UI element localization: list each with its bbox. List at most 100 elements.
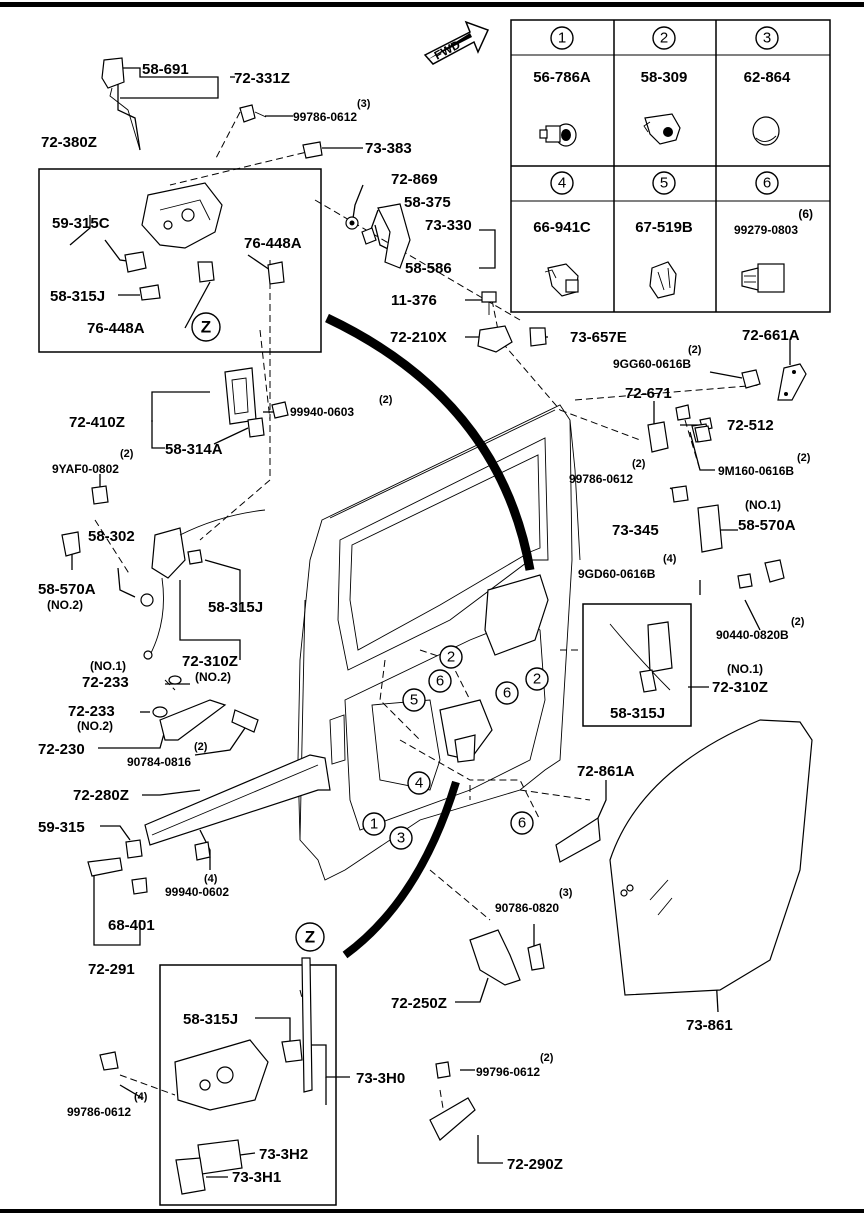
label-no1-72-233: (NO.1) — [90, 659, 126, 673]
legend-cell-4: 4 66-941C — [533, 171, 591, 297]
label-72-310Z-no2: 72-310Z — [182, 653, 238, 670]
qty-9M160-0616B: (2) — [797, 452, 811, 464]
rod-clip-icon — [544, 263, 579, 297]
label-99796-0612: 99796-0612 — [476, 1065, 540, 1079]
label-72-331Z: 72-331Z — [234, 70, 290, 87]
label-72-661A: 72-661A — [742, 327, 800, 344]
label-11-376: 11-376 — [391, 292, 437, 309]
label-72-861A: 72-861A — [577, 763, 635, 780]
retainer-clip-icon — [649, 261, 677, 299]
legend-part-5: 67-519B — [635, 219, 693, 236]
label-73-345: 73-345 — [612, 522, 659, 539]
qty-90784-0816: (2) — [194, 741, 208, 753]
top-border-rule — [0, 2, 864, 7]
bolt-with-cap-icon — [741, 263, 785, 293]
detail-z-marker-lower — [295, 922, 325, 952]
label-99786-0612-top: 99786-0612 — [293, 110, 357, 124]
label-72-310Z-no1: 72-310Z — [712, 679, 768, 696]
callout-1: 1 — [370, 816, 378, 833]
label-58-302: 58-302 — [88, 528, 135, 545]
label-99940-0603: 99940-0603 — [290, 405, 354, 419]
label-90786-0820: 90786-0820 — [495, 901, 559, 915]
label-72-512: 72-512 — [727, 417, 774, 434]
label-90784-0816: 90784-0816 — [127, 755, 191, 769]
label-73-330: 73-330 — [425, 217, 472, 234]
label-73-383: 73-383 — [365, 140, 412, 157]
qty-90440-0820B: (2) — [791, 616, 805, 628]
qty-9GG60-0616B: (2) — [688, 344, 702, 356]
callout-6-upper: 6 — [436, 673, 444, 690]
label-72-250Z: 72-250Z — [391, 995, 447, 1012]
legend-part-4: 66-941C — [533, 219, 591, 236]
detail-z-marker-upper — [191, 312, 221, 342]
qty-99786-0612-top: (3) — [357, 98, 371, 110]
label-76-448A-bottom: 76-448A — [87, 320, 145, 337]
label-72-280Z: 72-280Z — [73, 787, 129, 804]
label-58-315J-lock: 58-315J — [183, 1011, 238, 1028]
label-59-315C: 59-315C — [52, 215, 110, 232]
callout-4: 4 — [415, 775, 423, 792]
label-72-290Z: 72-290Z — [507, 1156, 563, 1173]
detail-arc-upper — [325, 313, 535, 571]
z-label-upper: Z — [201, 318, 211, 337]
part-number-labels: 58-691 72-331Z (3) 99786-0612 72-380Z 73… — [38, 61, 811, 1186]
label-72-233-no2: 72-233 — [68, 703, 115, 720]
label-58-314A: 58-314A — [165, 441, 223, 458]
detail-box-latch — [38, 168, 322, 353]
legend-cell-3: 3 62-864 — [744, 26, 791, 146]
legend-num-3: 3 — [763, 30, 771, 47]
legend-num-4: 4 — [558, 175, 566, 192]
qty-99940-0602: (4) — [204, 873, 218, 885]
legend-num-1: 1 — [558, 30, 566, 47]
label-76-448A-right: 76-448A — [244, 235, 302, 252]
legend-cell-1: 1 56-786A — [533, 26, 591, 147]
callout-6-lower: 6 — [518, 815, 526, 832]
qty-99786-0612-lower: (4) — [134, 1091, 148, 1103]
label-no1-72-310Z: (NO.1) — [727, 662, 763, 676]
label-72-210X: 72-210X — [390, 329, 447, 346]
label-72-410Z: 72-410Z — [69, 414, 125, 431]
label-58-315J-regulator: 58-315J — [610, 705, 665, 722]
label-no2-72-310Z: (NO.2) — [195, 670, 231, 684]
label-58-691: 58-691 — [142, 61, 189, 78]
label-9YAF0-0802: 9YAF0-0802 — [52, 462, 119, 476]
bottom-border-rule — [0, 1209, 864, 1213]
legend-qty-6: (6) — [798, 207, 813, 221]
label-no2-72-233: (NO.2) — [77, 719, 113, 733]
label-9GG60-0616B: 9GG60-0616B — [613, 357, 691, 371]
label-9GD60-0616B: 9GD60-0616B — [578, 567, 656, 581]
callout-6-middle: 6 — [503, 685, 511, 702]
detail-box-lock — [159, 964, 337, 1206]
z-label-lower: Z — [305, 928, 315, 947]
label-58-315J-detail: 58-315J — [50, 288, 105, 305]
label-72-869: 72-869 — [391, 171, 438, 188]
qty-9GD60-0616B: (4) — [663, 553, 677, 565]
legend-cell-2: 2 58-309 — [641, 26, 688, 145]
label-58-586: 58-586 — [405, 260, 452, 277]
hole-plug-icon — [752, 116, 780, 146]
qty-90786-0820: (3) — [559, 887, 573, 899]
label-99940-0602: 99940-0602 — [165, 885, 229, 899]
label-73-3H0: 73-3H0 — [356, 1070, 405, 1087]
label-72-380Z: 72-380Z — [41, 134, 97, 151]
callout-5: 5 — [410, 692, 418, 709]
label-99786-0612-lower: 99786-0612 — [67, 1105, 131, 1119]
legend-cell-5: 5 67-519B — [635, 171, 693, 299]
label-9M160-0616B: 9M160-0616B — [718, 464, 794, 478]
label-73-861: 73-861 — [686, 1017, 733, 1034]
legend-num-2: 2 — [660, 30, 668, 47]
fir-tree-clip-icon — [643, 113, 681, 145]
label-58-375: 58-375 — [404, 194, 451, 211]
label-58-570A-no2: 58-570A — [38, 581, 96, 598]
qty-99940-0603: (2) — [379, 394, 393, 406]
legend-part-2: 58-309 — [641, 69, 688, 86]
label-73-3H1: 73-3H1 — [232, 1169, 281, 1186]
legend-part-1: 56-786A — [533, 69, 591, 86]
push-clip-icon — [539, 123, 577, 147]
qty-9YAF0-0802: (2) — [120, 448, 134, 460]
door-callouts: 2 6 5 6 2 4 1 3 6 — [362, 645, 549, 850]
label-58-570A-no1: 58-570A — [738, 517, 796, 534]
label-73-657E: 73-657E — [570, 329, 627, 346]
label-72-230: 72-230 — [38, 741, 85, 758]
